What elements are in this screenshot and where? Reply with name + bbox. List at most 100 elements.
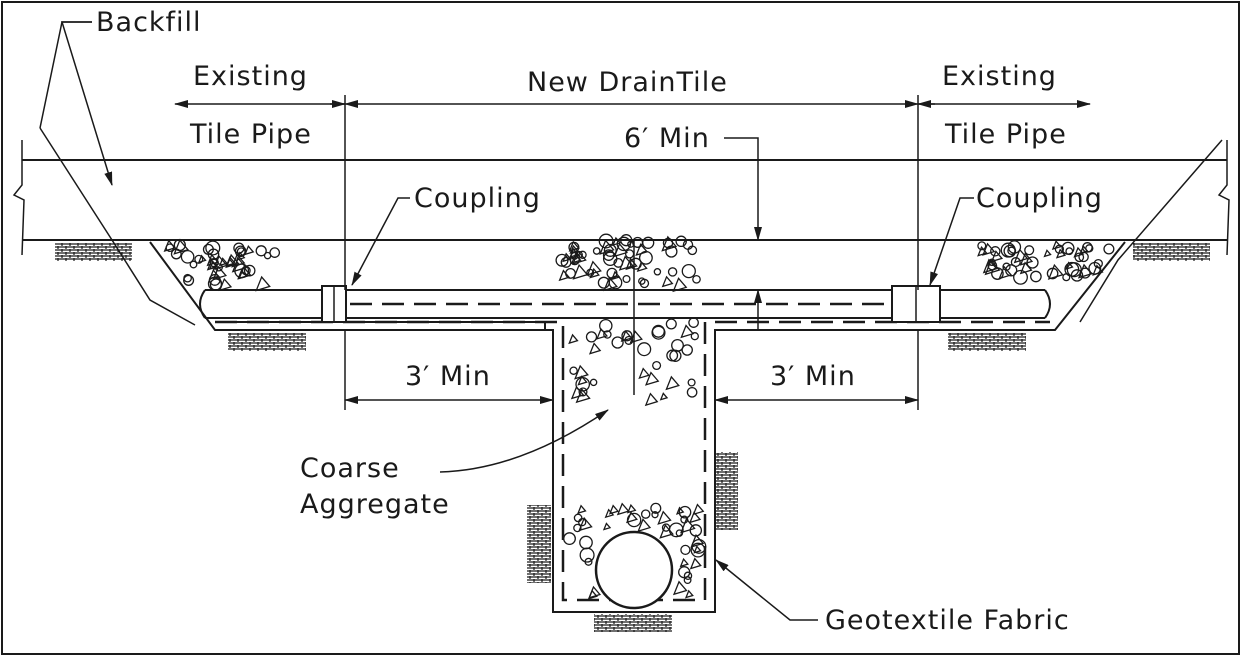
aggregate-stone: [651, 511, 659, 519]
aggregate-stone: [1074, 252, 1085, 263]
aggregate-stone: [616, 502, 630, 516]
aggregate-stone: [651, 324, 665, 338]
aggregate-stone: [661, 275, 674, 288]
aggregate-stone: [577, 504, 587, 515]
aggregate-stone: [991, 267, 1004, 280]
aggregate-stone: [218, 257, 229, 267]
aggregate-stone: [669, 349, 682, 362]
dimension-lines: [174, 95, 1091, 410]
aggregate-stone: [588, 342, 602, 355]
aggregate-stone: [644, 371, 660, 386]
aggregate-stone: [563, 532, 576, 546]
aggregate-stone: [681, 344, 693, 356]
aggregate-stone: [693, 545, 702, 554]
aggregate-stone: [263, 251, 272, 260]
aggregate-stone: [608, 504, 620, 515]
aggregate-stone: [678, 505, 692, 519]
aggregate-stone: [668, 522, 684, 538]
aggregate-stone: [569, 254, 580, 266]
aggregate-stone: [620, 234, 633, 247]
aggregate-stone: [569, 366, 578, 375]
aggregate-stone: [578, 516, 593, 532]
aggregate-stone: [683, 571, 693, 581]
aggregate-stone: [572, 263, 589, 280]
aggregate-stone: [675, 235, 687, 248]
aggregate-stone: [622, 274, 631, 284]
label-new-draintile: New DrainTile: [527, 67, 728, 98]
aggregate-stone: [675, 506, 685, 515]
aggregate-stone: [659, 392, 669, 401]
aggregate-stone: [610, 270, 621, 281]
label-coupling-left: Coupling: [414, 183, 541, 214]
aggregate-stone: [241, 265, 251, 276]
ground-surface: [12, 140, 1230, 256]
aggregate-stone: [578, 387, 588, 397]
aggregate-stone: [604, 508, 615, 519]
aggregate-stone: [1000, 242, 1016, 258]
aggregate-stone: [236, 247, 246, 257]
aggregate-stone: [637, 342, 652, 357]
aggregate-stone: [194, 254, 204, 264]
aggregate-stone: [231, 257, 248, 273]
aggregate-stone: [689, 557, 702, 570]
label-geotextile-fabric: Geotextile Fabric: [825, 605, 1070, 636]
aggregate-stone: [686, 386, 698, 398]
aggregate-stone: [692, 274, 701, 284]
aggregate-stone: [690, 332, 699, 341]
aggregate-stone: [687, 245, 698, 256]
aggregate-trench: [568, 317, 699, 407]
aggregate-stone: [589, 378, 598, 387]
aggregate-stone: [613, 242, 628, 258]
aggregate-stone: [603, 243, 617, 257]
drain-pipe-circle: [594, 530, 674, 610]
aggregate-stone: [688, 317, 699, 328]
aggregate-stone: [1013, 269, 1028, 285]
aggregate-stone: [1079, 267, 1091, 279]
aggregate-stone: [640, 509, 651, 519]
aggregate-stone: [1024, 245, 1035, 256]
aggregate-stone: [653, 268, 662, 276]
aggregate-center: [555, 233, 701, 293]
aggregate-stone: [269, 247, 281, 258]
aggregate-stone: [679, 557, 689, 568]
aggregate-stone: [624, 249, 635, 259]
aggregate-stone: [692, 503, 705, 516]
aggregate-stone: [977, 245, 988, 257]
aggregate-stone: [573, 513, 583, 523]
aggregate-stone: [574, 364, 589, 380]
leader-lines: [39, 21, 974, 621]
aggregate-stone: [1062, 273, 1071, 282]
aggregate-stone: [597, 276, 610, 289]
aggregate-stone: [661, 523, 671, 532]
aggregate-stone: [560, 256, 572, 268]
aggregate-stone: [183, 273, 192, 283]
aggregate-stone: [625, 511, 638, 524]
label-three-min-right: 3′ Min: [770, 361, 856, 392]
aggregate-stone: [672, 277, 688, 293]
aggregate-stone: [173, 238, 186, 252]
aggregate-stone: [981, 242, 996, 256]
aggregate-stone: [568, 333, 579, 345]
aggregate-stone: [998, 265, 1013, 280]
aggregate-stone: [657, 510, 672, 525]
aggregate-stone: [577, 375, 588, 386]
aggregate-stone: [611, 336, 624, 349]
aggregate-stone: [205, 240, 221, 256]
aggregate-stone: [626, 503, 637, 514]
aggregate-stone: [618, 255, 635, 271]
aggregate-stone: [603, 330, 612, 339]
aggregate-stone: [592, 247, 601, 255]
aggregate-stone: [652, 360, 662, 371]
aggregate-stone: [558, 269, 571, 282]
aggregate-stone: [180, 249, 195, 264]
aggregate-stone: [238, 266, 252, 280]
aggregate-stone: [209, 278, 223, 291]
earth-hatch: [55, 243, 1210, 632]
label-six-min: 6′ Min: [624, 123, 710, 154]
aggregate-stone: [684, 589, 694, 599]
aggregate-stone: [638, 277, 646, 285]
aggregate-stone: [687, 378, 696, 387]
label-existing-left: Existing: [193, 61, 308, 92]
aggregate-stone: [638, 250, 653, 265]
